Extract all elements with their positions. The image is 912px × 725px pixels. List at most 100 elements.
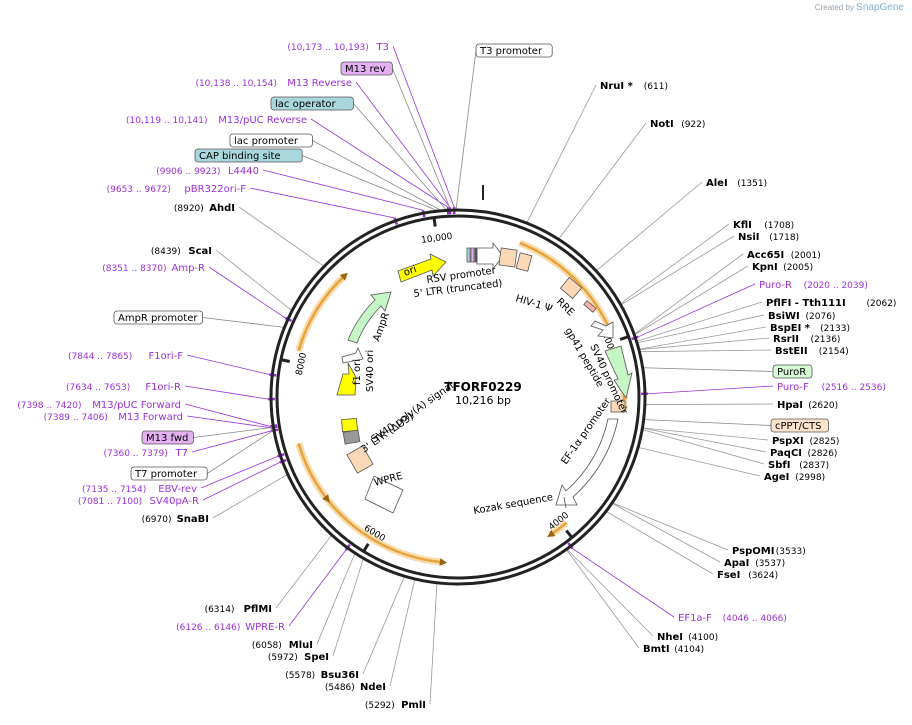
puror-arrow[interactable] [604, 345, 633, 399]
gp41-box[interactable] [583, 300, 597, 313]
m13-stripe[interactable] [470, 247, 475, 263]
enzyme-nhei[interactable]: NheI(4100) [657, 632, 718, 643]
enzyme-line-pspomi [611, 501, 729, 551]
enzyme-hpai[interactable]: HpaI(2620) [777, 400, 838, 411]
enzyme-bmti[interactable]: BmtI(4104) [643, 644, 704, 655]
callout-m13-fwd[interactable]: M13 fwd [141, 430, 194, 445]
callout-m13-rev[interactable]: M13 rev [340, 61, 393, 76]
primer-wpre-r[interactable]: WPRE-R(6126 .. 6146) [176, 622, 285, 633]
primer-ebv-rev[interactable]: EBV-rev(7135 .. 7154) [82, 484, 197, 495]
ltr3-box[interactable] [346, 445, 374, 474]
primer-ef1a-f[interactable]: EF1a-F(4046 .. 4066) [678, 613, 787, 624]
enzyme-name: KpnI [752, 262, 778, 273]
primer-l4440[interactable]: L4440(9906 .. 9923) [156, 166, 259, 177]
primer-sv40pa-r[interactable]: SV40pA-R(7081 .. 7100) [78, 496, 199, 507]
primer-f1ori-r[interactable]: F1ori-R(7634 .. 7653) [66, 382, 181, 393]
orf-arrow-4[interactable] [306, 466, 330, 503]
enzyme-bspei[interactable]: BspEI *(2133) [770, 323, 850, 334]
enzyme-snabi[interactable]: SnaBI(6970) [142, 514, 209, 525]
enzyme-acc65i[interactable]: Acc65I(2001) [747, 250, 821, 261]
enzyme-paqci[interactable]: PaqCI(2826) [770, 448, 837, 459]
callout-cppt-cts[interactable]: cPPT/CTS [770, 418, 829, 433]
ef1a-promoter-arrow[interactable] [555, 418, 619, 506]
primer-m13-puc-forward[interactable]: M13/pUC Forward(7398 .. 7420) [17, 400, 181, 411]
callout-t3-promoter[interactable]: T3 promoter [475, 43, 553, 58]
primer-f1ori-f[interactable]: F1ori-F(7844 .. 7865) [68, 351, 183, 362]
callout-line-t7-promoter [206, 430, 274, 474]
enzyme-ndei[interactable]: NdeI(5486) [325, 682, 386, 693]
rsv-promoter-arrow[interactable] [476, 241, 504, 271]
primer-name: M13/pUC Reverse [218, 115, 307, 126]
primer-name: M13 Forward [118, 412, 183, 423]
ampr-promoter-arrow[interactable] [341, 346, 364, 364]
primer-m13-forward[interactable]: M13 Forward(7389 .. 7406) [44, 412, 183, 423]
primer-m13-reverse[interactable]: M13 Reverse(10,138 .. 10,154) [195, 78, 352, 89]
enzyme-pmli[interactable]: PmlI(5292) [365, 700, 426, 711]
label-ori: ori [402, 264, 418, 279]
primer-amp-r[interactable]: Amp-R(8351 .. 8370) [102, 263, 205, 274]
enzyme-agei[interactable]: AgeI(2998) [764, 472, 825, 483]
callout-lac-promoter[interactable]: lac promoter [229, 133, 313, 148]
wpre-box[interactable] [364, 475, 404, 514]
enzyme-spei[interactable]: SpeI(5972) [268, 652, 329, 663]
primer-t7[interactable]: T7(7360 .. 7379) [104, 448, 188, 459]
enzyme-fsei[interactable]: FseI(3624) [717, 570, 778, 581]
backbone-inner [275, 214, 641, 580]
cppt-box[interactable] [610, 400, 626, 413]
enzyme-bsu36i[interactable]: Bsu36I(5578) [285, 670, 359, 681]
callout-text: M13 rev [345, 64, 386, 75]
callout-cap-binding-site[interactable]: CAP binding site [194, 148, 303, 163]
ampr-arrow[interactable] [347, 291, 392, 344]
enzyme-kfli[interactable]: KflI(1708) [733, 220, 794, 231]
enzyme-position: (2620) [808, 401, 838, 411]
enzyme-sbfi[interactable]: SbfI(2837) [768, 460, 829, 471]
sv40-ori-box[interactable] [341, 417, 358, 433]
enzyme-line-acc65i [633, 253, 744, 336]
primer-pbr322ori-f[interactable]: pBR322ori-F(9653 .. 9672) [107, 184, 247, 195]
psi-box[interactable] [515, 252, 533, 272]
label-sv40pa: SV40 poly(A) signal [369, 380, 455, 445]
enzyme-pspomi[interactable]: PspOMI(3533) [732, 546, 806, 557]
primer-t3[interactable]: T3(10,173 .. 10,193) [287, 42, 389, 53]
callout-t7-promoter[interactable]: T7 promoter [130, 466, 208, 481]
primer-m13-puc-reverse[interactable]: M13/pUC Reverse(10,119 .. 10,141) [126, 115, 307, 126]
enzyme-nsii[interactable]: NsiI(1718) [738, 232, 799, 243]
callout-text: PuroR [777, 367, 806, 378]
orf-arrow-2[interactable] [547, 521, 568, 538]
enzyme-bsiwi[interactable]: BsiWI(2076) [768, 311, 835, 322]
enzyme-line-agei [637, 446, 761, 477]
orf-arrow-0[interactable] [519, 241, 613, 336]
enzyme-position: (5486) [325, 683, 355, 693]
enzyme-pflmi[interactable]: PflMI(6314) [205, 604, 272, 615]
enzyme-rsrii[interactable]: RsrII(2136) [773, 334, 840, 345]
enzyme-line-mlui [316, 551, 356, 645]
enzyme-pflfi-tth111i[interactable]: PflFI - Tth111I(2062) [766, 298, 896, 309]
primer-puro-r[interactable]: Puro-R(2020 .. 2039) [759, 280, 868, 291]
enzyme-pspxi[interactable]: PspXI(2825) [772, 436, 839, 447]
rre-box[interactable] [559, 276, 583, 300]
enzyme-scai[interactable]: ScaI(8439) [151, 246, 212, 257]
sv40-promoter-arrow[interactable] [590, 320, 614, 339]
callout-ampr-promoter[interactable]: AmpR promoter [113, 310, 203, 325]
enzyme-kpni[interactable]: KpnI(2005) [752, 262, 813, 273]
enzyme-mlui[interactable]: MluI(6058) [252, 640, 313, 651]
enzyme-bsteii[interactable]: BstEII(2154) [775, 346, 849, 357]
ori-arrow[interactable] [397, 253, 447, 283]
sv40-polya-box[interactable] [342, 429, 361, 445]
enzyme-ahdi[interactable]: AhdI(8920) [174, 203, 235, 214]
t3-stripe[interactable] [474, 247, 478, 263]
enzyme-position: (2133) [820, 324, 850, 334]
callout-lac-operator[interactable]: lac operator [270, 96, 354, 111]
callout-puror[interactable]: PuroR [772, 364, 813, 379]
enzyme-apai[interactable]: ApaI(3537) [724, 558, 785, 569]
primer-puro-f[interactable]: Puro-F(2516 .. 2536) [777, 382, 886, 393]
ltr5-box[interactable] [498, 247, 518, 268]
orf-arrow-5[interactable] [297, 272, 348, 352]
enzyme-alei[interactable]: AleI(1351) [706, 178, 767, 189]
callout-box [113, 310, 203, 325]
enzyme-noti[interactable]: NotI(922) [650, 119, 705, 130]
enzyme-nrui[interactable]: NruI *(611) [600, 81, 668, 92]
enzyme-position: (5972) [268, 653, 298, 663]
f1-ori-arrow[interactable] [336, 362, 357, 396]
cap-site-stripe[interactable] [466, 247, 471, 263]
